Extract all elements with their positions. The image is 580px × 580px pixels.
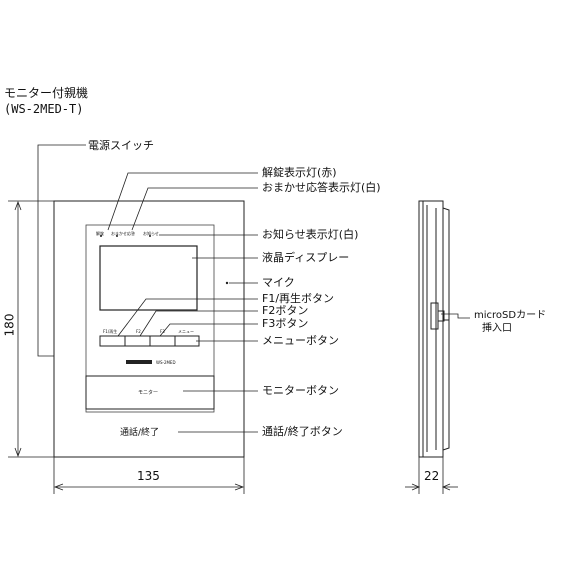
housing-outline <box>53 200 245 458</box>
callout-lock-lamp: 解錠表示灯(赤) <box>262 166 337 179</box>
width-dimension <box>53 457 245 494</box>
front-panel <box>85 224 215 413</box>
device-label-lock: 解錠 <box>96 231 104 236</box>
callout-f1-button: F1/再生ボタン <box>262 292 335 305</box>
device-label-talk-end: 通話/終了 <box>120 428 160 438</box>
notify-lamp <box>149 235 151 237</box>
device-label-f3: F3 <box>160 329 165 334</box>
dimension-width-value: 135 <box>137 469 160 483</box>
lock-lamp <box>100 235 102 237</box>
f2-button[interactable] <box>124 335 151 347</box>
height-dimension <box>8 200 54 458</box>
auto-answer-lamp <box>116 235 118 237</box>
callout-monitor-button: モニターボタン <box>262 384 339 397</box>
device-label-menu: メニュー <box>178 329 194 334</box>
device-label-model: WS-2MED <box>156 360 176 365</box>
menu-button[interactable] <box>174 335 200 347</box>
device-label-f2: F2 <box>136 329 141 334</box>
model-number: (WS-2MED-T) <box>4 102 84 116</box>
depth-dimension <box>405 457 458 494</box>
callout-menu-button: メニューボタン <box>262 334 339 347</box>
dimension-height-value: 180 <box>2 313 17 337</box>
side-view <box>418 200 450 458</box>
callout-f3-button: F3ボタン <box>262 317 309 330</box>
drawing-title: モニター付親機 <box>4 86 89 100</box>
lcd-display <box>99 245 198 311</box>
callout-microsd-line1: microSDカード <box>474 310 547 321</box>
callout-leaders <box>37 144 258 433</box>
callout-talk-end-button: 通話/終了ボタン <box>262 425 343 438</box>
callout-microsd-line2: 挿入口 <box>482 323 512 334</box>
callout-notify-lamp: お知らせ表示灯(白) <box>262 228 359 241</box>
monitor-button[interactable] <box>85 375 215 410</box>
brand-logo <box>126 360 152 364</box>
device-label-monitor: モニター <box>138 390 159 396</box>
dimension-depth-value: 22 <box>424 469 440 483</box>
mic-hole <box>225 281 229 285</box>
callout-lcd: 液晶ディスプレー <box>262 251 350 264</box>
callout-auto-answer-lamp: おまかせ応答表示灯(白) <box>262 181 381 194</box>
f3-button[interactable] <box>149 335 176 347</box>
microsd-leader <box>441 313 470 319</box>
device-label-auto: おまかせ応答 <box>111 231 135 236</box>
callout-mic: マイク <box>262 276 295 289</box>
device-label-f1: F1/再生 <box>103 329 118 334</box>
callout-power-switch: 電源スイッチ <box>88 139 154 152</box>
device-label-brand: AIPHONE <box>126 355 145 360</box>
f1-button[interactable] <box>99 335 126 347</box>
device-label-notify: お知らせ <box>143 231 159 236</box>
callout-f2-button: F2ボタン <box>262 304 309 317</box>
